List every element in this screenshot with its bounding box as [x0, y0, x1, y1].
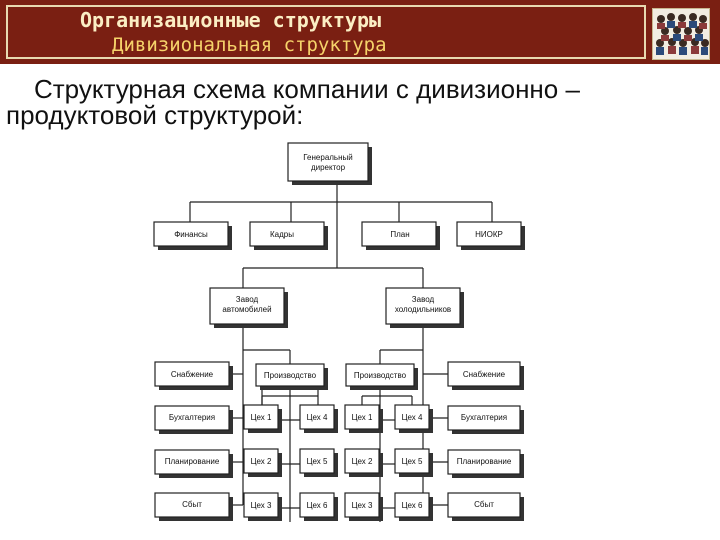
- left-sales: Сбыт: [155, 493, 233, 521]
- right-sales-label: Сбыт: [474, 500, 494, 509]
- left-sales-label: Сбыт: [182, 500, 202, 509]
- shop-c2-label: Цех 2: [352, 457, 373, 466]
- shop-c1: Цех 1: [345, 405, 383, 433]
- shop-a3-label: Цех 3: [251, 501, 272, 510]
- dept-rnd: НИОКР: [457, 222, 525, 250]
- left-supply: Снабжение: [155, 362, 233, 390]
- shop-a2: Цех 2: [244, 449, 282, 477]
- shop-b1: Цех 4: [300, 405, 338, 433]
- shop-c3-label: Цех 3: [352, 501, 373, 510]
- shop-d2: Цех 5: [395, 449, 433, 477]
- production-right: Производство: [346, 364, 418, 390]
- ceo-label-2: директор: [311, 163, 346, 172]
- left-planning-label: Планирование: [165, 457, 220, 466]
- plant-fridges-label-2: холодильников: [395, 305, 451, 314]
- dept-plan-label: План: [390, 230, 409, 239]
- production-right-label: Производство: [354, 371, 407, 380]
- shop-a2-label: Цех 2: [251, 457, 272, 466]
- left-accounting: Бухгалтерия: [155, 406, 233, 434]
- shop-b3-label: Цех 6: [307, 501, 328, 510]
- shop-b2-label: Цех 5: [307, 457, 328, 466]
- shop-d1: Цех 4: [395, 405, 433, 433]
- production-left: Производство: [256, 364, 328, 390]
- ceo-label-1: Генеральный: [303, 153, 352, 162]
- dept-hr-label: Кадры: [270, 230, 294, 239]
- connector-lines: [190, 183, 492, 522]
- shop-d2-label: Цех 5: [402, 457, 423, 466]
- shop-d3: Цех 6: [395, 493, 433, 521]
- dept-finance-label: Финансы: [174, 230, 208, 239]
- dept-hr: Кадры: [250, 222, 328, 250]
- right-supply-label: Снабжение: [463, 370, 506, 379]
- right-sales: Сбыт: [448, 493, 524, 521]
- shop-d1-label: Цех 4: [402, 413, 423, 422]
- left-planning: Планирование: [155, 450, 233, 478]
- left-supply-label: Снабжение: [171, 370, 214, 379]
- right-supply: Снабжение: [448, 362, 524, 390]
- shop-c3: Цех 3: [345, 493, 383, 521]
- plant-fridges-label-1: Завод: [412, 295, 435, 304]
- shop-a1: Цех 1: [244, 405, 282, 433]
- dept-plan: План: [362, 222, 440, 250]
- plant-cars-label-2: автомобилей: [222, 305, 271, 314]
- right-accounting-label: Бухгалтерия: [461, 413, 507, 422]
- dept-finance: Финансы: [154, 222, 232, 250]
- right-accounting: Бухгалтерия: [448, 406, 524, 434]
- plant-cars: Завод автомобилей: [210, 288, 288, 328]
- shop-b1-label: Цех 4: [307, 413, 328, 422]
- shop-c1-label: Цех 1: [352, 413, 373, 422]
- plant-fridges: Завод холодильников: [386, 288, 464, 328]
- shop-b3: Цех 6: [300, 493, 338, 521]
- shop-d3-label: Цех 6: [402, 501, 423, 510]
- shop-c2: Цех 2: [345, 449, 383, 477]
- shop-b2: Цех 5: [300, 449, 338, 477]
- left-accounting-label: Бухгалтерия: [169, 413, 215, 422]
- ceo-box: Генеральный директор: [288, 143, 372, 185]
- production-left-label: Производство: [264, 371, 317, 380]
- plant-cars-label-1: Завод: [236, 295, 259, 304]
- shop-a3: Цех 3: [244, 493, 282, 521]
- right-planning-label: Планирование: [457, 457, 512, 466]
- dept-rnd-label: НИОКР: [475, 230, 503, 239]
- shop-a1-label: Цех 1: [251, 413, 272, 422]
- right-planning: Планирование: [448, 450, 524, 478]
